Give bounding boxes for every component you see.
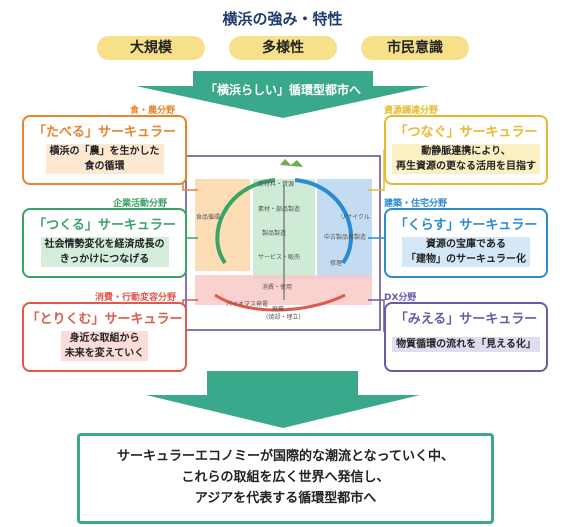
card-kurasu: 「くらす」サーキュラー 資源の宝庫である 「建物」のサーキュラー化 [384,208,548,278]
conclusion-line2: これらの取組を広く世界へ発信し、 [181,470,390,485]
card-tsunagu-body: 動静脈連携により、 再生資源の更なる活用を目指す [392,144,540,174]
card-tsunagu: 「つなぐ」サーキュラー 動静脈連携により、 再生資源の更なる活用を目指す [384,115,548,185]
conclusion-line1: サーキュラーエコノミーが国際的な潮流となっていく中、 [117,449,454,464]
loop-biomass: バイオマス発電 [226,301,269,308]
card-mieru-line1: 物質循環の流れを「見える化」 [396,339,536,350]
category-dx: DX分野 [384,293,417,303]
conclusion-line3: アジアを代表する循環型都市へ [194,491,377,506]
card-torikumu-body: 身近な取組から 未来を変えていく [60,331,149,361]
bottom-down-arrow [146,371,420,428]
loop-repair: 修理 [330,260,343,267]
loop-recycle: リサイクル [340,214,370,221]
category-consumption: 消費・行動変容分野 [95,293,177,303]
resource-mountain-icon [280,159,303,167]
card-torikumu: 「とりくむ」サーキュラー 身近な取組から 未来を変えていく [22,302,187,372]
card-torikumu-line2: 未来を変えていく [64,348,145,359]
step-parts: 素材・部品製造 [258,206,301,213]
card-taberu-title: 「たべる」サーキュラー [32,125,176,140]
strength-pill-diversity: 多様性 [229,36,337,60]
card-tsukuru-line2: きっかけにつなげる [59,254,150,265]
strength-pill-scale: 大規模 [97,36,205,60]
step-dispose: 廃棄 [272,306,285,313]
card-taberu-body: 横浜の「農」を生かした 食の循環 [45,144,164,174]
card-tsukuru-line1: 社会情勢変化を経済成長の [44,239,165,250]
step-raw-material: 原材料・資源 [258,181,295,188]
dispose-note: (焼却・埋立) [266,314,301,321]
card-mieru: 「みえる」サーキュラー 物質循環の流れを「見える化」 [384,302,548,372]
card-kurasu-body: 資源の宝庫である 「建物」のサーキュラー化 [402,237,530,267]
card-tsunagu-title: 「つなぐ」サーキュラー [394,125,538,140]
card-tsunagu-line1: 動静脈連携により、 [421,146,511,157]
red-loop-arrow [214,293,346,312]
card-taberu-line1: 横浜の「農」を生かした [49,146,160,157]
card-kurasu-title: 「くらす」サーキュラー [394,218,538,233]
step-product: 製品製造 [262,230,287,237]
conclusion-box: サーキュラーエコノミーが国際的な潮流となっていく中、 これらの取組を広く世界へ発… [77,433,494,524]
card-tsukuru: 「つくる」サーキュラー 社会情勢変化を経済成長の きっかけにつなげる [22,208,187,278]
center-cycle-diagram [185,155,381,331]
card-tsunagu-line2: 再生資源の更なる活用を目指す [396,161,536,172]
step-consume: 消費・使用 [262,284,293,291]
category-resources: 資源調達分野 [384,106,439,116]
card-kurasu-line1: 資源の宝庫である [426,239,506,250]
category-building: 建築・住宅分野 [384,199,448,209]
card-tsukuru-body: 社会情勢変化を経済成長の きっかけにつなげる [40,237,169,267]
card-mieru-body: 物質循環の流れを「見える化」 [392,337,540,352]
category-company: 企業活動分野 [113,199,168,209]
card-mieru-title: 「みえる」サーキュラー [394,312,538,327]
loop-remanufacture: 中古製品再製造 [324,234,367,241]
category-food: 食・農分野 [130,106,176,116]
card-torikumu-line1: 身近な取組から [69,333,140,344]
card-taberu-line2: 食の循環 [84,161,125,172]
page-title: 横浜の強み・特性 [222,10,343,28]
banner-label: 「横浜らしい」循環型都市へ [204,83,361,97]
card-kurasu-line2: 「建物」のサーキュラー化 [406,254,526,265]
blue-loop-arrow [294,178,353,265]
card-taberu: 「たべる」サーキュラー 横浜の「農」を生かした 食の循環 [22,115,187,185]
green-loop-arrow [215,178,276,265]
step-service: サービス・販売 [258,254,301,261]
top-down-arrow [136,71,430,118]
card-torikumu-title: 「とりくむ」サーキュラー [26,312,183,327]
strength-pill-citizen: 市民意識 [361,36,469,60]
loop-food: 食品循環 [196,214,221,221]
card-tsukuru-title: 「つくる」サーキュラー [33,218,176,233]
